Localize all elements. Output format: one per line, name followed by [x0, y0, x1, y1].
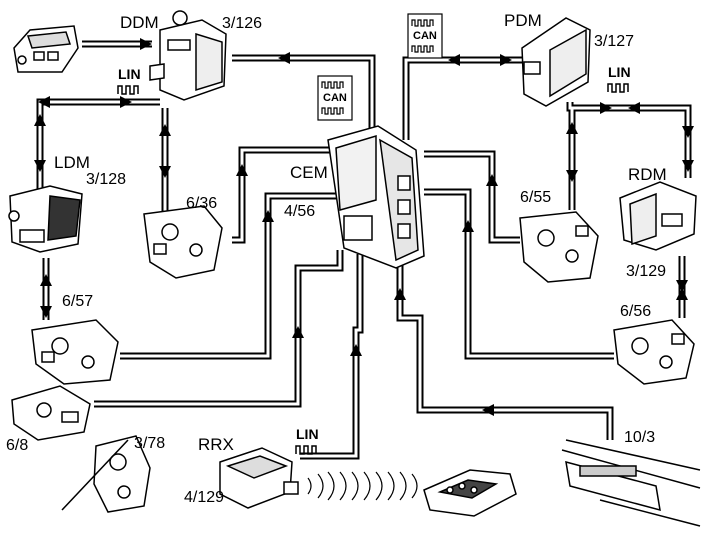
cem-module-icon	[327, 125, 425, 269]
rdm-module-icon	[619, 181, 697, 251]
pdm-code: 3/127	[594, 33, 635, 50]
lock-6-57-icon	[31, 319, 119, 385]
lock-6-56-icon	[613, 319, 695, 385]
rrx-receiver-icon	[219, 447, 299, 509]
ldm-code: 3/128	[86, 171, 127, 188]
ddm-code: 3/126	[222, 15, 263, 32]
flow-arrows	[34, 38, 694, 416]
lin-badge-ddm: LIN	[118, 66, 141, 82]
can-badge-pdm: CAN	[413, 30, 437, 42]
door-switch-panel-icon	[13, 25, 79, 73]
rrx-code: 4/129	[184, 489, 225, 506]
key-fob-icon	[423, 469, 517, 517]
door-handle-icon	[561, 439, 701, 527]
lock-6-56-label: 6/56	[620, 303, 652, 320]
rdm-code: 3/129	[626, 263, 667, 280]
lock-6-8-label: 6/8	[6, 437, 29, 454]
lock-3-78-icon	[93, 435, 151, 513]
pdm-label: PDM	[504, 11, 542, 30]
ddm-label: DDM	[120, 13, 159, 32]
handle-10-3-label: 10/3	[624, 429, 656, 446]
lock-3-78-label: 3/78	[134, 435, 166, 452]
ldm-label: LDM	[54, 153, 90, 172]
lin-badge-pdm: LIN	[608, 64, 631, 80]
rdm-label: RDM	[628, 165, 667, 184]
wireless-signal-icon	[307, 471, 418, 501]
can-badge-cem: CAN	[323, 92, 347, 104]
cem-label: CEM	[290, 163, 328, 182]
lock-6-57-label: 6/57	[62, 293, 94, 310]
lock-6-36-label: 6/36	[186, 195, 218, 212]
divider-line	[61, 439, 129, 511]
lock-6-8-icon	[11, 385, 91, 441]
lock-6-55-label: 6/55	[520, 189, 552, 206]
pdm-module-icon	[521, 17, 591, 107]
ldm-module-icon	[8, 185, 83, 253]
can-badge-icons	[317, 13, 443, 121]
lin-badge-icons	[117, 83, 629, 455]
lock-6-36-icon	[143, 205, 223, 279]
lock-4-56-label: 4/56	[284, 203, 316, 220]
rrx-label: RRX	[198, 435, 234, 454]
ddm-module-icon	[149, 10, 227, 101]
lin-badge-rrx: LIN	[296, 426, 319, 442]
lock-6-55-icon	[519, 211, 599, 283]
